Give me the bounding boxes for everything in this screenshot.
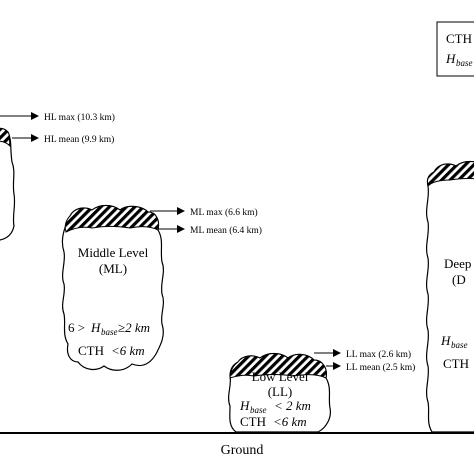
legend-box: CTH H base <box>436 21 474 77</box>
ml-cond1-symbol: H <box>90 320 101 335</box>
high-level-cloud: HL max (10.3 km) HL mean (9.9 km) <box>0 112 115 241</box>
ml-cond1-suffix: ≥2 km <box>118 320 150 335</box>
hl-max-label: HL max (10.3 km) <box>44 112 115 123</box>
ll-cond1-symbol: H <box>239 398 250 413</box>
ml-title-line1: Middle Level <box>78 245 149 260</box>
low-level-cloud: LL max (2.6 km) LL mean (2.5 km) Low Lev… <box>227 349 415 433</box>
ml-cond1-subscript: base <box>101 327 118 337</box>
legend-cth-label: CTH <box>446 31 472 46</box>
ml-cond2-prefix: CTH <box>78 343 104 358</box>
ll-cond1-suffix: < 2 km <box>274 398 311 413</box>
deep-cond1-symbol: H <box>440 333 451 348</box>
deep-title-line1: Deep <box>444 256 471 271</box>
ll-title-line1: Low Level <box>252 369 309 384</box>
ll-cond2-suffix: <6 km <box>273 414 307 429</box>
ll-cond1-subscript: base <box>250 405 267 415</box>
deep-cond1-subscript: base <box>451 340 468 350</box>
ml-max-label: ML max (6.6 km) <box>190 207 258 218</box>
middle-level-cloud: ML max (6.6 km) ML mean (6.4 km) Middle … <box>61 204 262 371</box>
ml-cond2-suffix: <6 km <box>111 343 145 358</box>
ml-mean-label: ML mean (6.4 km) <box>190 225 262 236</box>
legend-hbase-subscript: base <box>456 58 473 68</box>
ml-cond1-prefix: 6 > <box>68 320 85 335</box>
hl-mean-label: HL mean (9.9 km) <box>44 134 114 145</box>
deep-title-line2: (D <box>452 272 466 287</box>
ll-max-label: LL max (2.6 km) <box>346 349 411 360</box>
ll-mean-label: LL mean (2.5 km) <box>346 362 415 373</box>
legend-hbase-symbol: H <box>445 51 456 66</box>
ground-label: Ground <box>221 443 264 458</box>
ll-title-line2: (LL) <box>268 384 293 399</box>
ll-cond2-prefix: CTH <box>240 414 266 429</box>
ml-title-line2: (ML) <box>99 261 127 276</box>
deep-cloud: Deep (D H base CTH <box>425 160 474 433</box>
deep-cond2-prefix: CTH <box>443 356 469 371</box>
